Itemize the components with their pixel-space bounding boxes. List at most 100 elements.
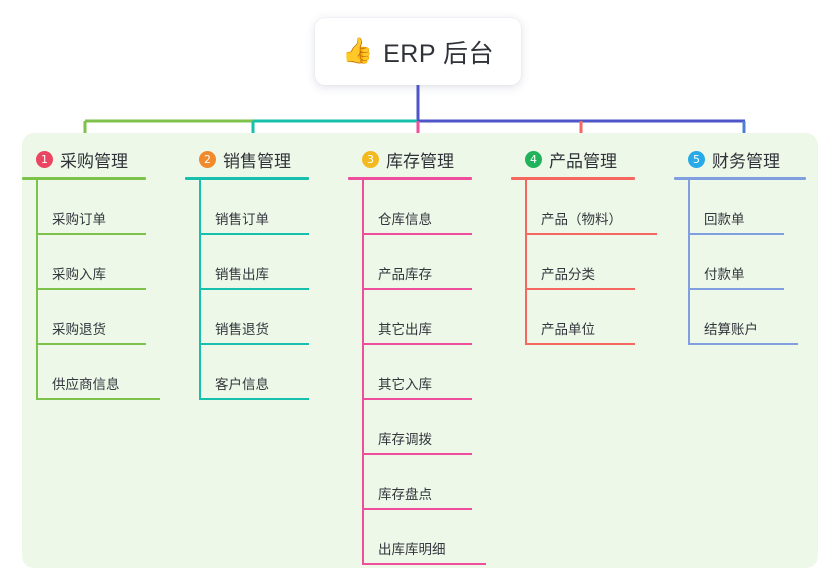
branch-item-rule bbox=[525, 288, 635, 290]
branch-item[interactable]: 库存调拨 bbox=[348, 400, 500, 455]
branch-item[interactable]: 采购订单 bbox=[22, 180, 174, 235]
branch-item[interactable]: 采购入库 bbox=[22, 235, 174, 290]
branch-item-list: 仓库信息产品库存其它出库其它入库库存调拨库存盘点出库库明细 bbox=[348, 180, 500, 565]
branch-item-rule bbox=[362, 508, 472, 510]
branch-item[interactable]: 销售订单 bbox=[185, 180, 337, 235]
branch-columns: 1 采购管理采购订单采购入库采购退货供应商信息 2 销售管理销售订单销售出库销售退货客… bbox=[22, 133, 818, 568]
branch-title: 财务管理 bbox=[712, 151, 780, 171]
branch-item-list: 销售订单销售出库销售退货客户信息 bbox=[185, 180, 337, 400]
branch-number-badge: 4 bbox=[525, 150, 542, 168]
branch-item-rule bbox=[36, 343, 146, 345]
branch-item-label: 其它入库 bbox=[378, 377, 432, 392]
root-node[interactable]: 👍 ERP 后台 bbox=[315, 18, 521, 85]
branch-item-rule bbox=[362, 233, 472, 235]
branch-item-rule bbox=[688, 233, 784, 235]
branch-header-rule bbox=[348, 177, 472, 180]
branch-item-label: 采购退货 bbox=[52, 322, 106, 337]
branch-header-2[interactable]: 2 销售管理 bbox=[185, 147, 337, 171]
branch-item[interactable]: 销售退货 bbox=[185, 290, 337, 345]
branch-header-rule bbox=[511, 177, 635, 180]
branch-item-rule bbox=[362, 453, 472, 455]
branch-item-rule bbox=[525, 233, 657, 235]
branch-number-badge: 2 bbox=[199, 150, 216, 168]
branch-column-1: 1 采购管理采购订单采购入库采购退货供应商信息 bbox=[22, 147, 174, 400]
branch-item-list: 产品（物料） 产品分类产品单位 bbox=[511, 180, 663, 345]
branch-item[interactable]: 付款单 bbox=[674, 235, 826, 290]
branch-item[interactable]: 库存盘点 bbox=[348, 455, 500, 510]
branches-panel bbox=[22, 133, 818, 568]
branch-item-rule bbox=[199, 288, 309, 290]
branch-item[interactable]: 其它入库 bbox=[348, 345, 500, 400]
branch-item[interactable]: 出库库明细 bbox=[348, 510, 500, 565]
branch-spine bbox=[525, 180, 527, 345]
branch-item-label: 结算账户 bbox=[704, 322, 758, 337]
branch-column-2: 2 销售管理销售订单销售出库销售退货客户信息 bbox=[185, 147, 337, 400]
branch-item-rule bbox=[362, 563, 486, 565]
branch-column-4: 4 产品管理产品（物料） 产品分类产品单位 bbox=[511, 147, 663, 345]
branch-item-label: 库存调拨 bbox=[378, 432, 432, 447]
branch-header-1[interactable]: 1 采购管理 bbox=[22, 147, 174, 171]
branch-item[interactable]: 产品分类 bbox=[511, 235, 663, 290]
branch-item-label: 销售退货 bbox=[215, 322, 269, 337]
branch-title: 销售管理 bbox=[223, 151, 291, 171]
branch-item[interactable]: 结算账户 bbox=[674, 290, 826, 345]
branch-header-rule bbox=[674, 177, 806, 180]
branch-item-label: 供应商信息 bbox=[52, 377, 120, 392]
branch-item-rule bbox=[36, 233, 146, 235]
branch-item[interactable]: 其它出库 bbox=[348, 290, 500, 345]
branch-item-rule bbox=[199, 398, 309, 400]
thumbs-up-icon: 👍 bbox=[341, 37, 374, 65]
branch-column-3: 3 库存管理仓库信息产品库存其它出库其它入库库存调拨库存盘点出库库明细 bbox=[348, 147, 500, 565]
root-node-content: 👍 ERP 后台 bbox=[342, 34, 494, 70]
branch-header-3[interactable]: 3 库存管理 bbox=[348, 147, 500, 171]
branch-title: 产品管理 bbox=[549, 151, 617, 171]
branch-item-rule bbox=[688, 343, 798, 345]
branch-item-rule bbox=[199, 233, 309, 235]
branch-item-label: 产品单位 bbox=[541, 322, 595, 337]
branch-item-label: 库存盘点 bbox=[378, 487, 432, 502]
branch-spine bbox=[688, 180, 690, 345]
branch-item-label: 采购订单 bbox=[52, 212, 106, 227]
branch-item[interactable]: 供应商信息 bbox=[22, 345, 174, 400]
branch-item-label: 采购入库 bbox=[52, 267, 106, 282]
branch-number-badge: 1 bbox=[36, 150, 53, 168]
branch-item-rule bbox=[199, 343, 309, 345]
branch-spine bbox=[362, 180, 364, 565]
branch-item[interactable]: 产品（物料） bbox=[511, 180, 663, 235]
branch-item-rule bbox=[362, 343, 472, 345]
branch-item-label: 产品（物料） bbox=[541, 212, 622, 227]
branch-item-label: 回款单 bbox=[704, 212, 745, 227]
branch-item-list: 回款单付款单结算账户 bbox=[674, 180, 826, 345]
branch-item-rule bbox=[36, 398, 160, 400]
branch-header-rule bbox=[185, 177, 309, 180]
branch-item[interactable]: 客户信息 bbox=[185, 345, 337, 400]
branch-item-label: 销售订单 bbox=[215, 212, 269, 227]
branch-item-list: 采购订单采购入库采购退货供应商信息 bbox=[22, 180, 174, 400]
branch-item-label: 产品库存 bbox=[378, 267, 432, 282]
branch-item-label: 其它出库 bbox=[378, 322, 432, 337]
branch-header-rule bbox=[22, 177, 146, 180]
branch-item[interactable]: 产品单位 bbox=[511, 290, 663, 345]
branch-item-label: 产品分类 bbox=[541, 267, 595, 282]
branch-title: 采购管理 bbox=[60, 151, 128, 171]
branch-item[interactable]: 销售出库 bbox=[185, 235, 337, 290]
branch-item[interactable]: 产品库存 bbox=[348, 235, 500, 290]
branch-item[interactable]: 仓库信息 bbox=[348, 180, 500, 235]
branch-item-label: 客户信息 bbox=[215, 377, 269, 392]
branch-item-rule bbox=[362, 288, 472, 290]
branch-item-rule bbox=[525, 343, 635, 345]
branch-header-4[interactable]: 4 产品管理 bbox=[511, 147, 663, 171]
branch-number-badge: 3 bbox=[362, 150, 379, 168]
branch-title: 库存管理 bbox=[386, 151, 454, 171]
branch-item-rule bbox=[362, 398, 472, 400]
branch-item[interactable]: 采购退货 bbox=[22, 290, 174, 345]
branch-item-label: 出库库明细 bbox=[378, 542, 446, 557]
branch-spine bbox=[199, 180, 201, 400]
branch-item-label: 销售出库 bbox=[215, 267, 269, 282]
branch-item[interactable]: 回款单 bbox=[674, 180, 826, 235]
page-title: ERP 后台 bbox=[383, 39, 495, 68]
branch-item-label: 付款单 bbox=[704, 267, 745, 282]
